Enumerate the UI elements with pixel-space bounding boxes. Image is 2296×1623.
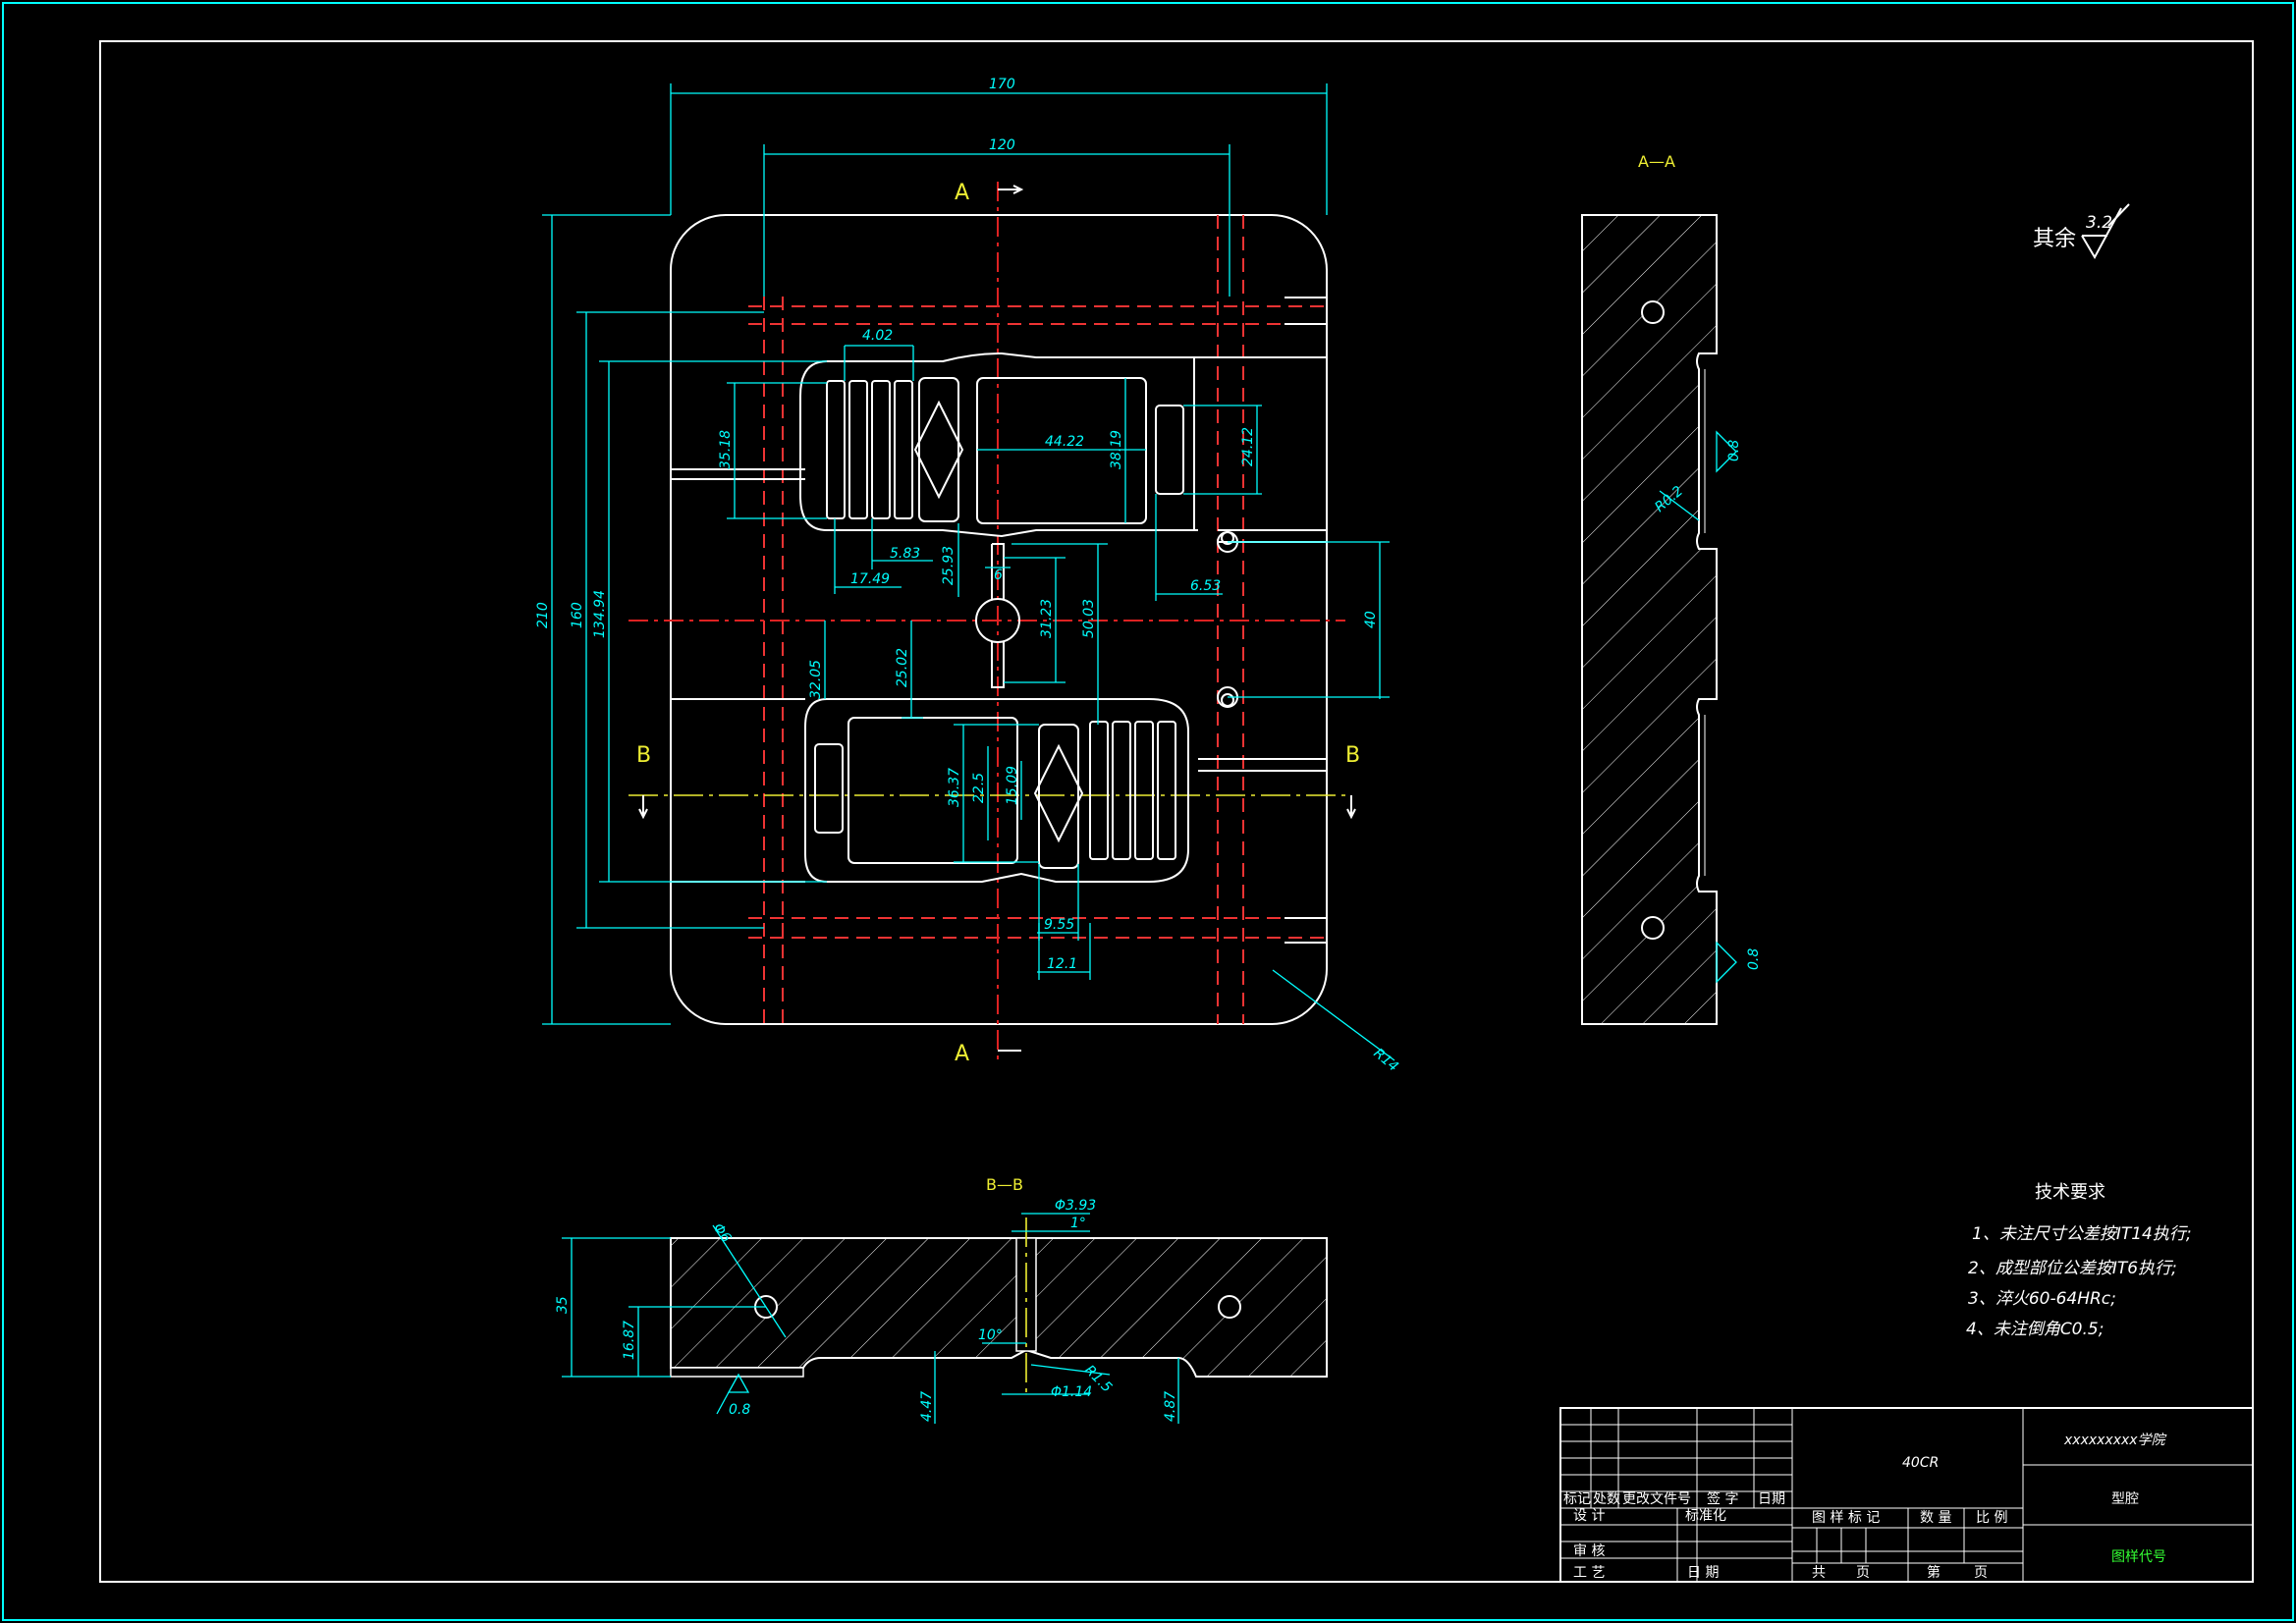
dim-4-47: 4.47 [919, 1391, 935, 1422]
dim-17-49: 17.49 [850, 571, 890, 587]
section-mark-a-bottom: A [955, 1042, 969, 1066]
process-label: 工 艺 [1573, 1565, 1605, 1581]
design-label: 设 计 [1573, 1508, 1605, 1524]
sheet-no-label: 第 [1927, 1564, 1941, 1581]
roughness-prefix: 其余 [2033, 227, 2076, 251]
dim-angle-1: 1° [1070, 1216, 1086, 1231]
requirement-1: 1、未注尺寸公差按IT14执行; [1972, 1224, 2192, 1244]
dim-25-02: 25.02 [895, 648, 910, 687]
stage-mark-label: 图 样 标 记 [1812, 1510, 1880, 1526]
roughness-value: 3.2 [2086, 213, 2112, 233]
requirement-3: 3、淬火60-64HRc; [1968, 1289, 2116, 1309]
bb-dimensions [562, 1213, 1179, 1424]
section-aa-label: A—A [1638, 152, 1675, 171]
check-label: 审 核 [1573, 1543, 1605, 1559]
dim-38-19: 38.19 [1109, 430, 1124, 469]
page-label-2: 页 [1974, 1565, 1988, 1581]
aa-section-body [1581, 214, 1718, 1025]
drawing-number-text: 图样代号 [2111, 1549, 2166, 1565]
dim-35: 35 [555, 1296, 571, 1314]
roughness-0-8-a: 0.8 [1726, 440, 1742, 461]
drawing-frame [99, 40, 2254, 1583]
rev-header-date: 日期 [1758, 1491, 1785, 1507]
section-mark-b-left: B [636, 743, 651, 768]
lower-cavity [804, 698, 1189, 883]
dim-210: 210 [535, 602, 551, 628]
title-block: 40CR xxxxxxxxx学院 型腔 图样代号 标记 处数 更改文件号 签 字… [1559, 1407, 2254, 1583]
scale-label: 比 例 [1976, 1510, 2007, 1526]
dim-angle-10: 10° [978, 1327, 1003, 1343]
roughness-0-8-b: 0.8 [1746, 948, 1762, 970]
dim-9-55: 9.55 [1044, 917, 1074, 933]
dim-160: 160 [570, 602, 585, 628]
date-label: 日 期 [1687, 1565, 1719, 1581]
section-mark-b-right: B [1345, 743, 1360, 768]
dim-25-93: 25.93 [941, 546, 957, 585]
dim-134-94: 134.94 [592, 590, 608, 638]
dim-phi1-14: Φ1.14 [1051, 1384, 1092, 1400]
section-bb-view: B—B [670, 1175, 1328, 1394]
dim-31-23: 31.23 [1039, 599, 1055, 638]
requirements-title: 技术要求 [2035, 1182, 2105, 1203]
dim-120: 120 [989, 137, 1015, 153]
roughness-mark [1716, 430, 1737, 473]
dim-36-37: 36.37 [947, 768, 962, 807]
dim-35-18: 35.18 [718, 430, 734, 469]
dim-6: 6 [994, 568, 1003, 583]
dim-24-12: 24.12 [1240, 427, 1256, 466]
page-label: 页 [1856, 1565, 1870, 1581]
rev-header-mark: 标记 [1563, 1491, 1591, 1507]
requirement-2: 2、成型部位公差按IT6执行; [1968, 1259, 2177, 1278]
dim-4-87: 4.87 [1163, 1391, 1178, 1422]
dim-32-05: 32.05 [808, 660, 824, 699]
section-markers: A A B B [636, 181, 1360, 1066]
rev-header-count: 处数 [1593, 1491, 1620, 1507]
standardize-label: 标准化 [1685, 1508, 1726, 1524]
dim-50-03: 50.03 [1081, 599, 1097, 638]
dim-phi3-93: Φ3.93 [1055, 1198, 1096, 1214]
roughness-0-8-c: 0.8 [729, 1402, 750, 1418]
material-text: 40CR [1902, 1455, 1939, 1471]
upper-cavity [799, 352, 1195, 538]
rev-header-sign: 签 字 [1707, 1490, 1738, 1507]
dim-4-02: 4.02 [862, 328, 893, 344]
rev-header-file: 更改文件号 [1622, 1491, 1691, 1507]
dim-170: 170 [989, 77, 1015, 92]
plan-dimensions [542, 83, 1395, 1061]
technical-requirements: 技术要求 1、未注尺寸公差按IT14执行; 2、成型部位公差按IT6执行; 3、… [1966, 1182, 2192, 1339]
dim-12-1: 12.1 [1047, 956, 1077, 972]
dim-44-22: 44.22 [1045, 434, 1084, 450]
school-text: xxxxxxxxx学院 [2063, 1433, 2167, 1448]
sprue-circle [975, 598, 1020, 643]
dim-5-83: 5.83 [890, 546, 920, 562]
dim-16-87: 16.87 [622, 1321, 637, 1360]
surface-roughness-note: 其余 3.2 [2033, 203, 2130, 260]
dim-r14: R14 [1370, 1046, 1400, 1075]
total-label: 共 [1812, 1565, 1826, 1581]
quantity-label: 数 量 [1920, 1510, 1951, 1526]
plan-dimension-text: 170 120 210 160 134.94 4.02 35.18 44.22 … [535, 77, 1401, 1075]
part-name-text: 型腔 [2111, 1491, 2139, 1507]
section-bb-label: B—B [986, 1175, 1023, 1194]
dim-22-5: 22.5 [971, 773, 987, 803]
bb-section-body [670, 1237, 1328, 1378]
dim-6-53: 6.53 [1190, 578, 1221, 594]
plan-view [629, 182, 1356, 1065]
dim-15-09: 15.09 [1005, 766, 1020, 805]
requirement-4: 4、未注倒角C0.5; [1966, 1320, 2104, 1339]
dim-40: 40 [1363, 611, 1379, 628]
section-aa-view: A—A 0.8 0.8 R0.2 [1581, 152, 1762, 1025]
section-mark-a-top: A [955, 181, 969, 205]
